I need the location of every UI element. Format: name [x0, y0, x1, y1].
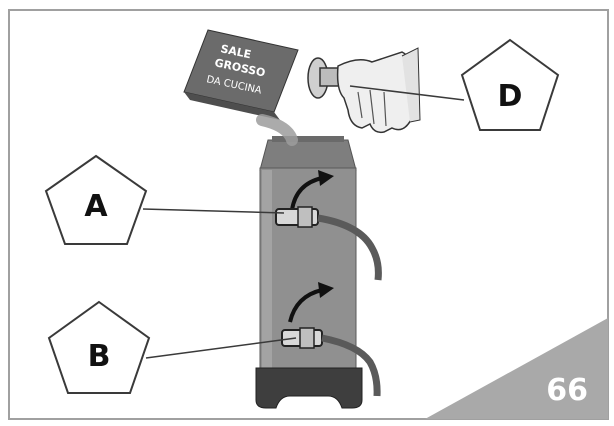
arrow-head-lower: [318, 282, 334, 298]
callout-label-d: D: [498, 79, 523, 114]
lower-clip: [299, 327, 315, 349]
leader-line-a: [142, 208, 285, 214]
callout-label-b: B: [88, 339, 111, 374]
pentagon-a: [44, 154, 148, 245]
hand-wrist: [401, 47, 421, 123]
upper-hose: [317, 214, 382, 281]
cap-and-hand: [307, 47, 421, 134]
callout-a: A: [44, 154, 148, 245]
tank-highlight: [262, 170, 272, 368]
upper-clip: [297, 206, 313, 228]
lower-connector: [281, 327, 381, 397]
salt-stream: [256, 114, 298, 146]
lower-hose: [321, 334, 381, 397]
page-corner: [425, 318, 608, 419]
callout-label-a: A: [84, 189, 108, 224]
hand-fingers: [357, 89, 387, 127]
salt-box: SALE GROSSO DA CUCINA: [183, 29, 299, 146]
pentagon-d: [460, 38, 560, 131]
upper-connector: [275, 206, 382, 281]
tank-top: [259, 139, 357, 171]
page-number: 66: [546, 373, 588, 408]
rotate-arrow-upper: [290, 176, 323, 211]
salt-box-bottom: [184, 92, 280, 120]
rotate-arrow-lower: [288, 288, 323, 323]
tank-base: [255, 367, 363, 409]
arrow-head-upper: [318, 170, 334, 186]
tank-fill-opening: [272, 136, 344, 142]
leader-line-b: [145, 337, 297, 359]
salt-box-line1: SALE: [219, 42, 252, 61]
leader-line-d: [349, 85, 465, 101]
hand: [336, 51, 414, 134]
regenerator-tank: [255, 136, 363, 409]
pentagon-b: [47, 300, 151, 394]
callout-b: B: [47, 300, 151, 394]
callout-d: D: [460, 38, 560, 131]
